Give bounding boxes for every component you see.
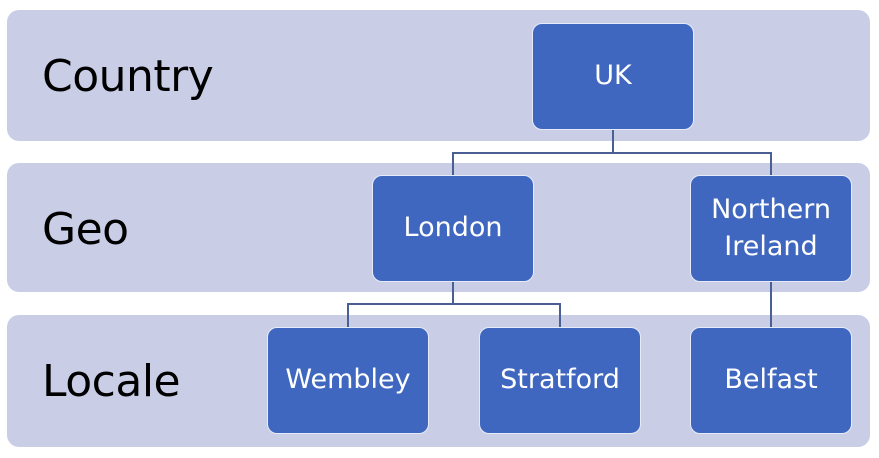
node-london-label: London [403, 212, 503, 244]
country-level-band: Country [7, 10, 870, 141]
node-northern-ireland-label: Northern Ireland [711, 194, 831, 262]
country-level-label: Country [42, 51, 214, 102]
node-northern-ireland[interactable]: Northern Ireland [690, 175, 852, 282]
node-london[interactable]: London [372, 175, 534, 282]
locale-level-label: Locale [42, 356, 181, 407]
node-belfast[interactable]: Belfast [690, 327, 852, 434]
connector-to-belfast [770, 282, 772, 327]
connector-to-stratford [559, 303, 561, 327]
connector-to-northern-ireland [770, 152, 772, 175]
geo-level-label: Geo [42, 204, 129, 255]
connector-london-horizontal [347, 303, 561, 305]
connector-to-wembley [347, 303, 349, 327]
node-wembley-label: Wembley [285, 364, 411, 396]
node-stratford[interactable]: Stratford [479, 327, 641, 434]
node-uk-label: UK [594, 60, 632, 92]
connector-uk-horizontal [453, 152, 772, 154]
node-belfast-label: Belfast [724, 364, 818, 396]
node-stratford-label: Stratford [500, 364, 620, 396]
connector-london-down [452, 282, 454, 304]
connector-uk-down [612, 130, 614, 153]
node-uk[interactable]: UK [532, 23, 694, 130]
node-wembley[interactable]: Wembley [267, 327, 429, 434]
connector-to-london [452, 152, 454, 175]
